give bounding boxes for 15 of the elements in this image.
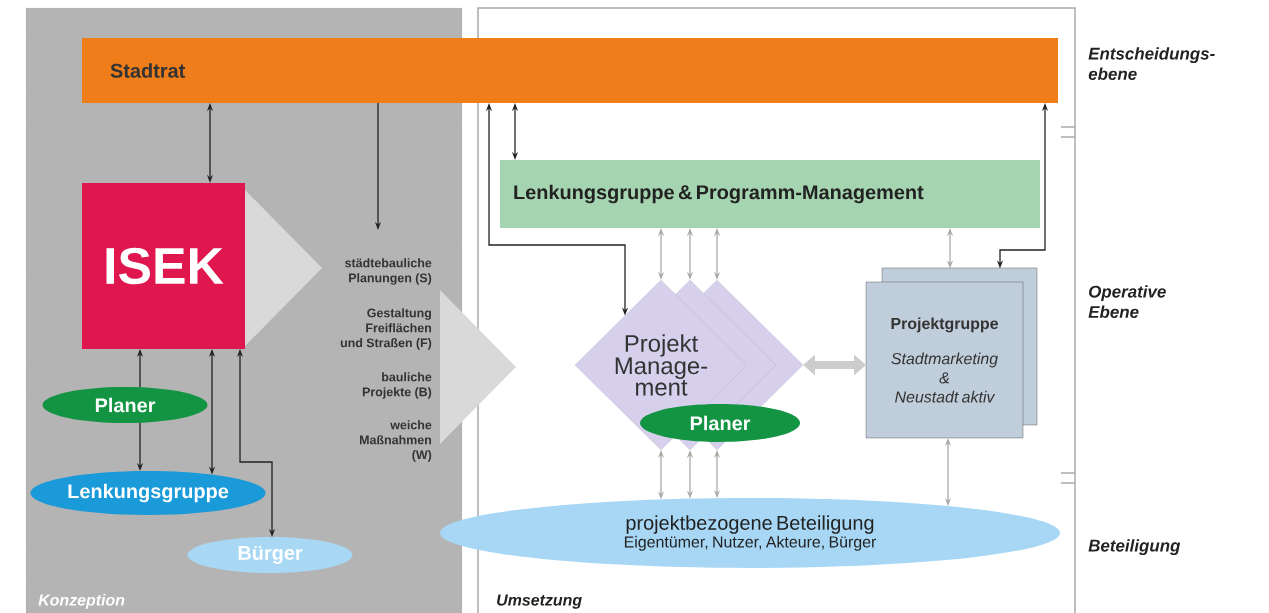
- level-label: Operative Ebene: [1088, 285, 1166, 318]
- panel-label: Konzeption: [38, 593, 125, 609]
- category-label: städtebauliche Planungen (S): [345, 258, 432, 285]
- project-group-box: Projektgruppe Stadtmarketing & Neustadt aktiv: [865, 267, 1038, 439]
- level-label: Beteiligung: [1088, 539, 1181, 555]
- process-chevron: [245, 190, 322, 346]
- isek-box: ISEK: [82, 183, 245, 349]
- arrow: [803, 354, 866, 376]
- panel-label: Umsetzung: [497, 594, 582, 609]
- steering-management-bar: Lenkungsgruppe & Programm-Management: [500, 160, 1040, 228]
- level-label: Entscheidungs- ebene: [1088, 47, 1215, 80]
- council-bar: Stadtrat: [82, 38, 1058, 103]
- category-label: Gestaltung Freiflächen und Straßen (F): [340, 308, 432, 350]
- category-label: weiche Maßnahmen (W): [360, 420, 432, 462]
- process-chevron: [440, 290, 516, 444]
